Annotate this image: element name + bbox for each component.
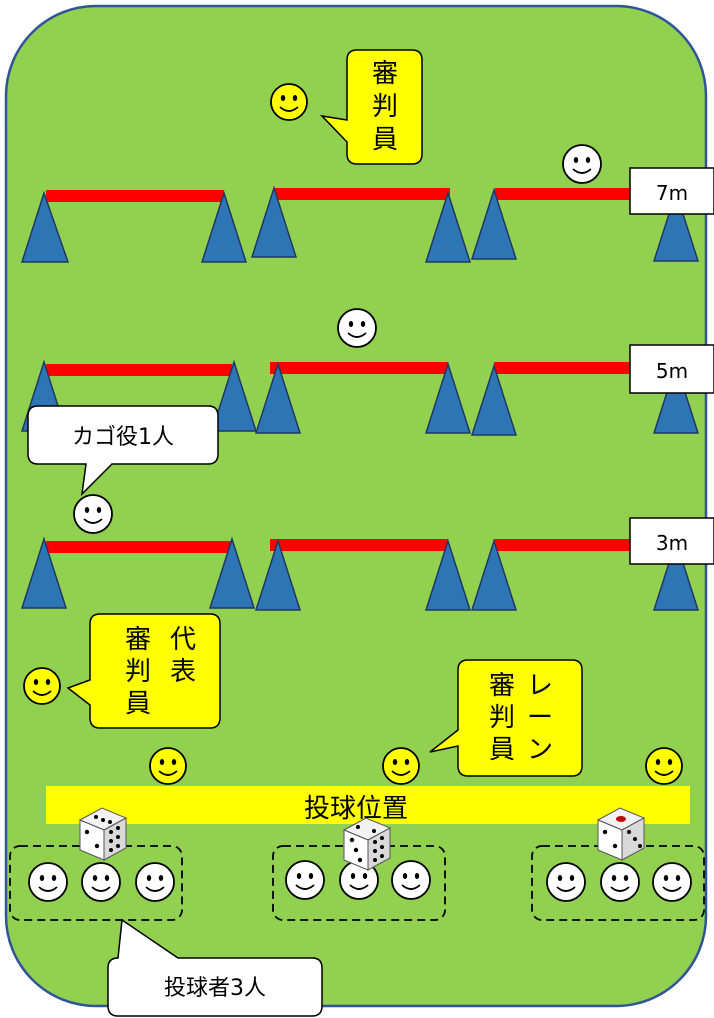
distance-box [629,344,714,394]
lane-bar [46,190,224,202]
lane-bar [495,188,633,200]
lane-bar [494,362,632,374]
lane-referee-char: ー [527,703,553,733]
lane-bar [46,541,232,553]
distance-box [629,517,714,565]
smiley-face-icon [600,862,640,902]
distance-label-7m: 7m [656,181,688,205]
cone-icon [652,361,700,434]
cone-icon [470,538,518,611]
thrower-group-box [531,845,705,921]
smiley-face-icon [562,144,602,184]
throw-line: 投球位置 [46,786,690,824]
cone-icon [254,538,302,611]
distance-label-5m: 5m [656,359,688,383]
lane-referee-char: ン [527,735,553,765]
cone-icon [200,190,248,263]
thrower-group-box [9,845,183,921]
lane-referee-char: 判 [489,703,515,733]
smiley-face-icon [28,862,68,902]
lane-row-7m: 7m [20,167,714,263]
smiley-face-icon [645,747,683,785]
throw-line-label: 投球位置 [304,794,408,824]
lane-bar [275,188,450,200]
rep-referee-char: 表 [170,657,196,687]
dice-icon [596,807,646,861]
throwers-callout: 投球者3人 [107,918,323,1017]
lane-bar [494,539,632,551]
smiley-face-icon [135,862,175,902]
smiley-face-icon [337,308,377,348]
smiley-face-icon [382,747,420,785]
thrower-group-box [272,845,446,921]
smiley-face-icon [652,862,692,902]
smiley-face-icon [81,862,121,902]
dice-icon [342,817,392,871]
smiley-face-icon [285,860,325,900]
smiley-face-icon [546,862,586,902]
cone-icon [210,359,258,432]
lane-bar [270,539,448,551]
distance-label-3m: 3m [656,531,688,555]
lane-row-3m: 3m [20,517,714,611]
smiley-face-icon [270,83,308,121]
cone-icon [254,361,302,434]
lane-referee-char: 審 [489,671,515,701]
cone-icon [424,190,472,263]
top-referee-char: 審 [372,59,398,89]
smiley-face-icon [73,494,113,534]
cone-icon [652,538,700,611]
rep-referee-char: 員 [125,689,151,719]
rep-referee-char: 判 [125,657,151,687]
smiley-face-icon [23,667,61,705]
top-referee-char: 判 [372,92,398,122]
cone-icon [250,185,298,258]
smiley-face-icon [149,747,187,785]
rep-referee-char: 審 [125,625,151,655]
lane-referee-char: 員 [489,735,515,765]
cone-icon [470,363,518,436]
lane-referee-char: レ [527,671,553,701]
cone-icon [424,361,472,434]
cone-icon [208,536,256,609]
distance-box [629,167,714,215]
basket-role-label: カゴ役1人 [72,425,174,450]
cone-icon [20,536,68,609]
basket-role-callout: カゴ役1人 [27,405,219,497]
lane-row-5m: 5m [20,344,714,436]
lane-bar [46,364,232,376]
cone-icon [470,187,518,260]
cone-icon [20,190,70,263]
cone-icon [424,538,472,611]
throwers-label: 投球者3人 [164,976,266,1001]
rep-referee-char: 代 [170,625,196,655]
dice-icon [78,807,128,861]
lane-referee-callout: レ ー ン 審 判 員 [429,659,583,777]
smiley-face-icon [391,860,431,900]
cone-icon [652,189,700,262]
rep-referee-callout: 代 表 審 判 員 [66,613,221,729]
top-referee-callout: 審 判 員 [319,49,423,165]
top-referee-char: 員 [372,125,398,155]
lane-bar [270,362,448,374]
